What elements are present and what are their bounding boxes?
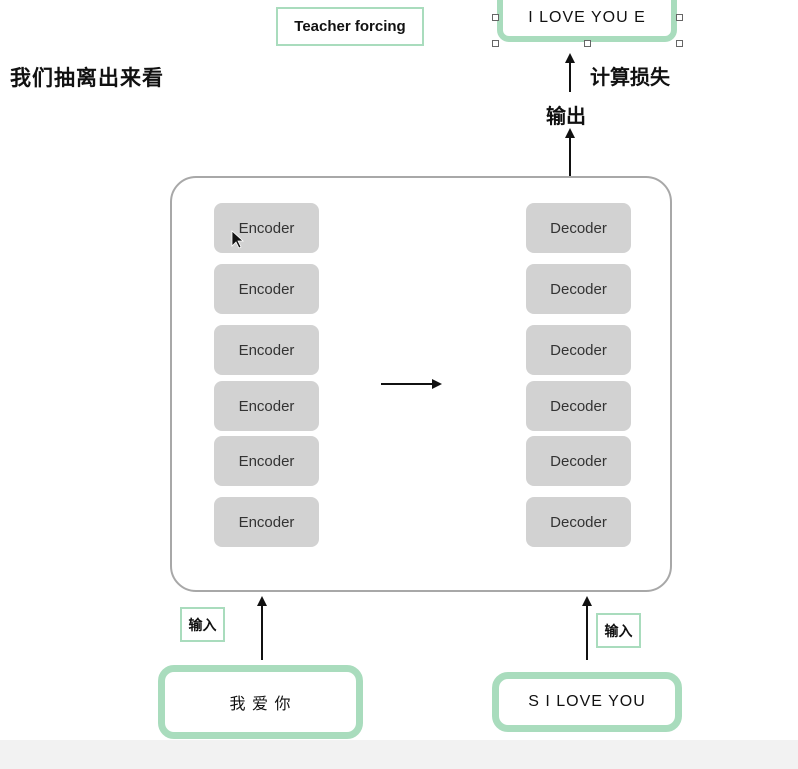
decoder-input-text: S I LOVE YOU (528, 693, 646, 710)
decoder-block: Decoder (526, 264, 631, 314)
selection-handle[interactable] (676, 40, 683, 47)
decoder-block: Decoder (526, 381, 631, 431)
encoder-input-box[interactable]: 我 爱 你 (158, 665, 363, 739)
selection-handle[interactable] (492, 40, 499, 47)
decoder-block: Decoder (526, 497, 631, 547)
teacher-forcing-label: Teacher forcing (276, 7, 424, 46)
selection-handle[interactable] (676, 14, 683, 21)
decoder-input-box[interactable]: S I LOVE YOU (492, 672, 682, 732)
output-sequence-text: I LOVE YOU E (528, 9, 646, 26)
decoder-block: Decoder (526, 203, 631, 253)
bottom-bar (0, 740, 798, 769)
page-heading: 我们抽离出来看 (10, 66, 164, 90)
encoder-block: Encoder (214, 203, 319, 253)
output-label: 输出 (546, 104, 586, 128)
encoder-block: Encoder (214, 436, 319, 486)
decoder-input-label: 输入 (596, 613, 641, 648)
encoder-block: Encoder (214, 325, 319, 375)
encoder-block: Encoder (214, 264, 319, 314)
decoder-block: Decoder (526, 325, 631, 375)
selection-handle[interactable] (492, 14, 499, 21)
decoder-block: Decoder (526, 436, 631, 486)
encoder-input-text: 我 爱 你 (229, 696, 292, 713)
mouse-cursor-icon (231, 230, 245, 249)
encoder-block: Encoder (214, 497, 319, 547)
encoder-input-label: 输入 (180, 607, 225, 642)
encoder-block: Encoder (214, 381, 319, 431)
loss-label: 计算损失 (590, 65, 670, 89)
selection-handle[interactable] (584, 40, 591, 47)
output-sequence-box[interactable]: I LOVE YOU E (497, 0, 677, 42)
